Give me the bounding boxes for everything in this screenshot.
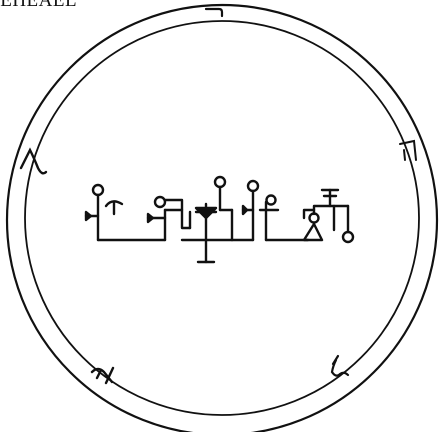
sigil-circle <box>155 197 165 207</box>
sigil-circle <box>267 196 276 205</box>
sigil-circle <box>248 181 258 191</box>
sigil-circle <box>93 185 103 195</box>
sigil-circle <box>215 177 225 187</box>
sigil-circle <box>343 232 353 242</box>
